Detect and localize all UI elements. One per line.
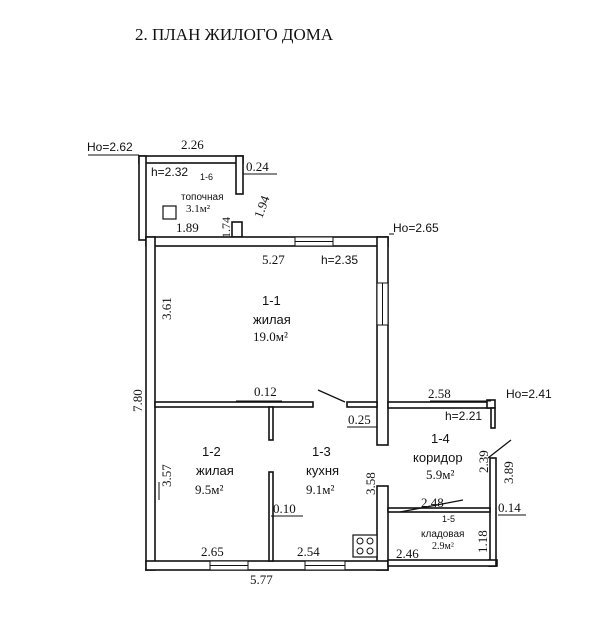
annex-walls [387, 399, 498, 567]
dim-main-top: 5.27 [262, 252, 285, 267]
dim-bottom-mid: 2.54 [297, 544, 320, 559]
kitchen-stove-icon [352, 534, 378, 558]
plan-title: 2. ПЛАН ЖИЛОГО ДОМА [135, 25, 334, 44]
dim-annex-right-total: 3.89 [501, 461, 516, 484]
dim-boiler-inner: 1.74 [219, 217, 233, 238]
dim-door-gap: 0.25 [348, 412, 371, 427]
annex-door-swing [487, 439, 512, 459]
room-1-1-number: 1-1 [262, 293, 281, 308]
height-main: h=2.35 [321, 253, 358, 267]
dim-annex-top: 2.58 [428, 386, 451, 401]
room-1-4-area: 5.9м² [426, 467, 454, 482]
room-1-3-name: кухня [306, 463, 339, 478]
room-1-6-name: топочная [181, 192, 224, 203]
dim-bottom-total: 5.77 [250, 572, 273, 587]
main-house-walls [145, 236, 389, 571]
dim-annex-right: 2.39 [476, 450, 491, 473]
dimension-lines [88, 154, 526, 517]
elevation-annex: Но=2.41 [506, 387, 552, 401]
dim-boiler-right-short: 0.24 [246, 159, 269, 174]
elevation-top-left: Но=2.62 [87, 140, 133, 154]
room-1-5-number: 1-5 [442, 514, 455, 524]
room-1-4-name: коридор [413, 450, 463, 465]
room-1-2-name: жилая [196, 463, 234, 478]
room-1-3-number: 1-3 [312, 444, 331, 459]
room-1-5-name: кладовая [421, 529, 464, 540]
dim-main-left-total: 7.80 [130, 389, 145, 412]
dim-closet-top: 2.48 [421, 495, 444, 510]
height-annex: h=2.21 [445, 409, 482, 423]
room-1-1-area: 19.0м² [253, 329, 288, 344]
dim-kitchen-right: 3.58 [363, 472, 378, 495]
room-1-2-area: 9.5м² [195, 482, 223, 497]
dim-boiler-diag: 1.94 [251, 193, 273, 220]
room-1-4-number: 1-4 [431, 431, 450, 446]
boiler-room-walls [138, 155, 244, 241]
dim-bottom-annex: 2.46 [396, 546, 419, 561]
closet-door-swing [399, 499, 464, 513]
dim-room12-left: 3.57 [159, 464, 174, 487]
height-boiler: h=2.32 [151, 165, 188, 179]
dim-closet-right-short: 0.14 [498, 500, 521, 515]
dim-partition-thk: 0.10 [273, 501, 296, 516]
main-house-windows [209, 236, 389, 571]
door-swing-1 [317, 389, 346, 403]
dim-boiler-top: 2.26 [181, 137, 204, 152]
dim-boiler-bottom: 1.89 [176, 220, 199, 235]
stove-icon [162, 205, 177, 220]
dim-partition: 0.12 [254, 384, 277, 399]
dim-closet-right: 1.18 [475, 530, 490, 553]
room-1-3-area: 9.1м² [306, 482, 334, 497]
dim-main-left: 3.61 [159, 297, 174, 320]
dim-bottom-left: 2.65 [201, 544, 224, 559]
room-1-6-number: 1-6 [200, 172, 213, 182]
elevation-top-right: Но=2.65 [393, 221, 439, 235]
room-1-6-area: 3.1м² [186, 203, 211, 215]
room-1-1-name: жилая [253, 312, 291, 327]
room-1-5-area: 2.9м² [432, 541, 454, 552]
room-1-2-number: 1-2 [202, 444, 221, 459]
